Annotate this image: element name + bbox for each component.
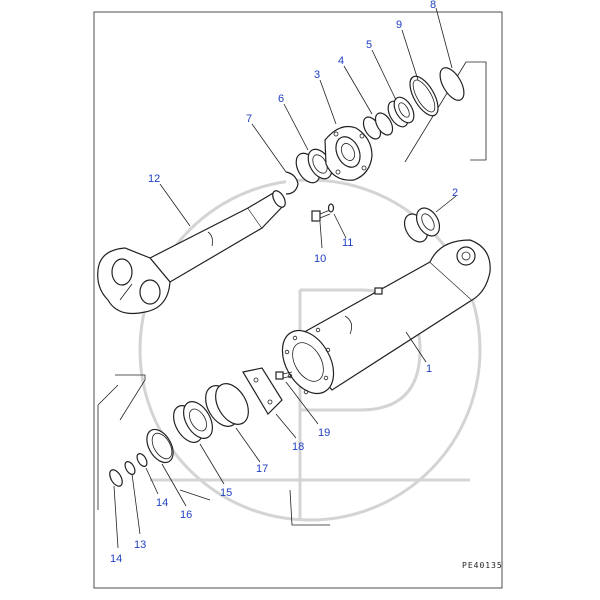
callout-10: 10 [314, 253, 326, 265]
callout-8: 8 [430, 0, 436, 11]
part-17-piston [205, 383, 249, 427]
callout-2: 2 [452, 187, 458, 199]
callout-18: 18 [292, 441, 304, 453]
part-19-screw [275, 371, 293, 380]
part-11-washer [327, 203, 335, 213]
part-14-ring [136, 453, 148, 467]
page-border [93, 11, 503, 589]
part-1-cylinder-tube [281, 239, 491, 395]
callout-19: 19 [318, 427, 330, 439]
part-5-packing [387, 96, 415, 128]
callout-12: 12 [148, 173, 160, 185]
part-8-o-ring [439, 67, 465, 101]
callout-3: 3 [314, 69, 320, 81]
callout-13: 13 [134, 539, 146, 551]
callout-16: 16 [180, 509, 192, 521]
part-2-bushing [403, 207, 441, 243]
leader-lines [113, 7, 457, 549]
part-3-cylinder-head [324, 125, 373, 181]
callout-14-bottom: 14 [110, 553, 122, 565]
part-14-ring-outer [109, 469, 123, 487]
callout-6: 6 [278, 93, 284, 105]
assembly-guide-lines [97, 61, 487, 526]
callout-11: 11 [342, 237, 353, 249]
callout-1: 1 [426, 363, 432, 375]
callout-14: 14 [156, 497, 168, 509]
part-7-snap-ring [285, 171, 299, 195]
part-16-wear-ring [146, 428, 174, 464]
callout-7: 7 [246, 113, 252, 125]
callout-15: 15 [220, 487, 232, 499]
callout-17: 17 [256, 463, 268, 475]
callout-9: 9 [396, 19, 402, 31]
callout-5: 5 [366, 39, 372, 51]
part-12-piston-rod [97, 190, 286, 315]
callout-4: 4 [338, 55, 344, 67]
part-9-backup-ring [409, 75, 439, 117]
diagram-code: PE40135 [462, 561, 503, 570]
part-13-ring [124, 461, 136, 475]
part-10-bolt [311, 209, 331, 222]
part-4-bushing [362, 112, 394, 140]
part-18-nut-plate [242, 367, 283, 415]
part-15-piston-ring [172, 401, 214, 443]
